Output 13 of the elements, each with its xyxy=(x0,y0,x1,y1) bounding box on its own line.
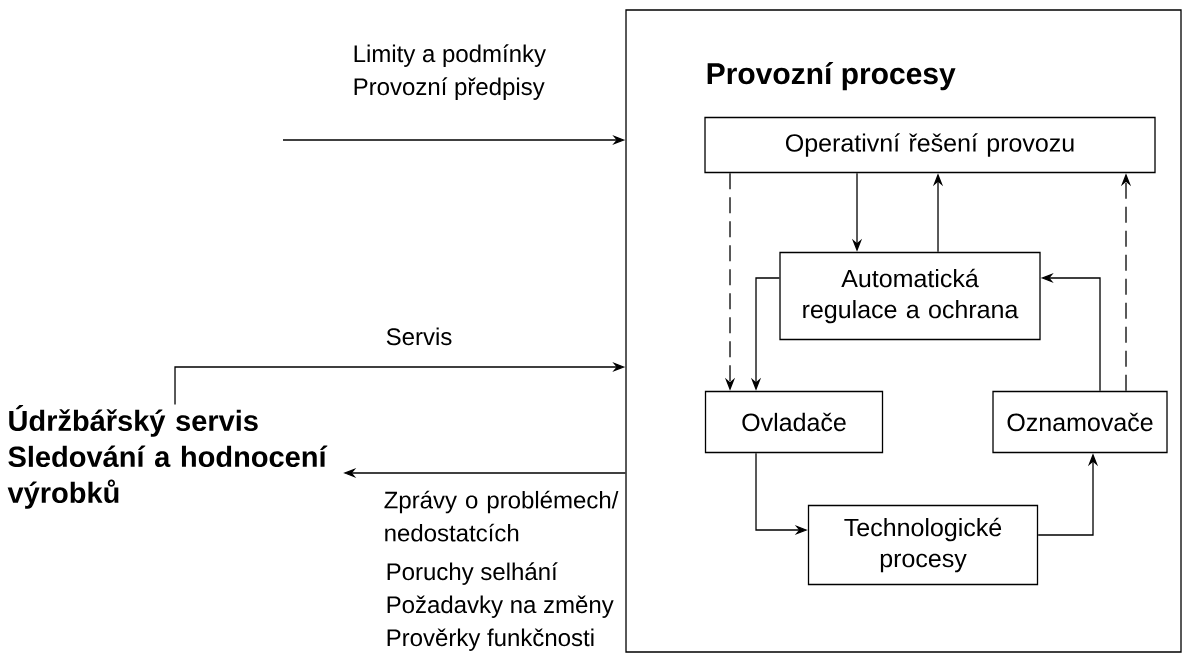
heading-text: Údržbářský servis Sledování a hodnocení výrobků xyxy=(7,405,328,509)
edge-label: Servis xyxy=(386,327,452,346)
note-text: Prověrky funkčnosti xyxy=(387,628,594,651)
process-box: Ovladače xyxy=(704,390,884,454)
note-text: Poruchy selhání xyxy=(387,562,558,585)
edge-label: Limity a podmínky xyxy=(354,44,546,67)
process-box: Operativní řešení provozu xyxy=(704,116,1156,174)
edge-label: Zprávy o problémech/ nedostatcích xyxy=(384,490,619,542)
note-text: Provozní předpisy xyxy=(354,77,545,100)
process-box: Oznamovače xyxy=(992,390,1168,454)
process-box: Automatická regulace a ochrana xyxy=(779,251,1041,341)
process-box: Technologické procesy xyxy=(807,504,1039,586)
note-text: Požadavky na změny xyxy=(387,595,614,618)
